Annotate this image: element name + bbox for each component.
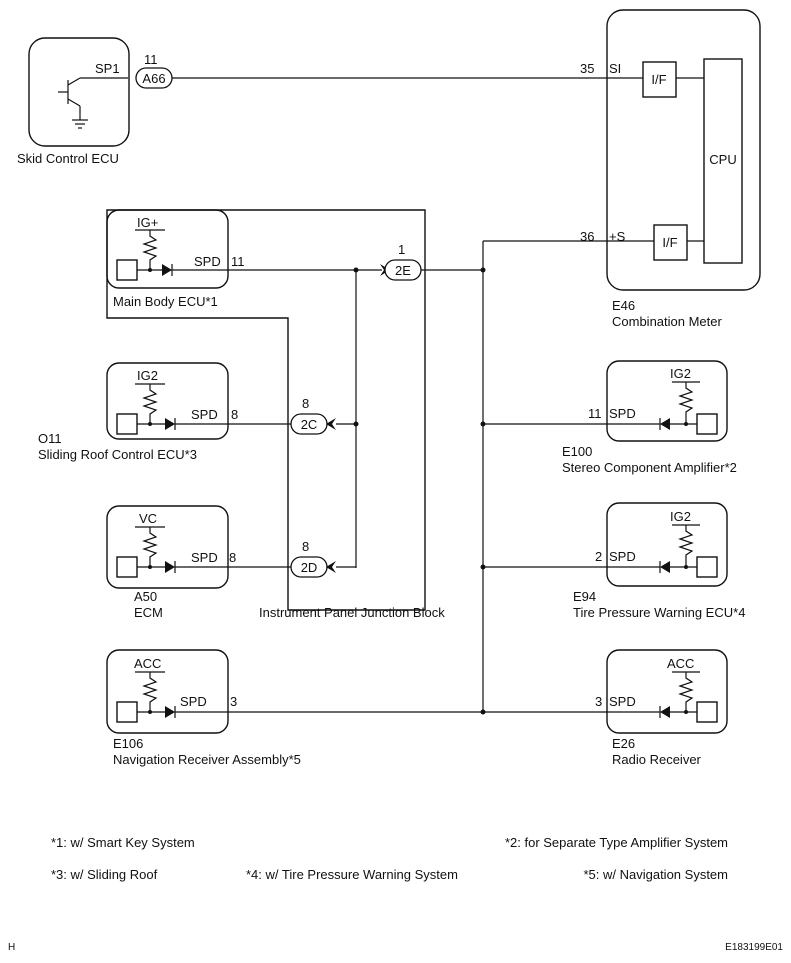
meter-pin-si: 35 (580, 61, 594, 76)
ecm-box (106, 505, 229, 589)
connector-2d-pin: 8 (302, 539, 309, 554)
tire-pressure-ecu-name: Tire Pressure Warning ECU*4 (573, 605, 745, 620)
diode-icon (162, 264, 172, 276)
junction-block-outline (106, 209, 426, 611)
connector-2c-pin: 8 (302, 396, 309, 411)
ecm-power: VC (139, 511, 157, 526)
skid-ecu-pin: 11 (144, 52, 158, 67)
connector-2c-label: 2C (301, 417, 318, 432)
meter-if-2-label: I/F (662, 235, 677, 250)
tire-pressure-ecu-power: IG2 (670, 509, 691, 524)
sliding-roof-ecu: IG2 SPD 8 O11 Sliding Roof Control ECU*3 (38, 362, 238, 462)
connector-2e: 1 2E (380, 242, 422, 281)
radio-receiver-power: ACC (667, 656, 694, 671)
note-2: *2: for Separate Type Amplifier System (505, 835, 728, 850)
meter-term-s: +S (609, 229, 626, 244)
sliding-roof-ecu-terminal: SPD (191, 407, 218, 422)
tire-pressure-ecu-pin: 2 (595, 549, 602, 564)
note-1: *1: w/ Smart Key System (51, 835, 195, 850)
navigation-power: ACC (134, 656, 161, 671)
stereo-amp-power: IG2 (670, 366, 691, 381)
diode-icon (165, 706, 175, 718)
note-5: *5: w/ Navigation System (583, 867, 728, 882)
footnotes: *1: w/ Smart Key System *2: for Separate… (51, 835, 728, 882)
stereo-amp-box (606, 360, 728, 442)
radio-receiver-box (606, 649, 728, 734)
sliding-roof-ecu-box (106, 362, 229, 440)
connector-2c: 8 2C (290, 396, 336, 435)
meter-name: Combination Meter (612, 314, 722, 329)
stereo-amp-code: E100 (562, 444, 592, 459)
navigation-terminal: SPD (180, 694, 207, 709)
tire-pressure-ecu-code: E94 (573, 589, 596, 604)
navigation-pin: 3 (230, 694, 237, 709)
connector-a66-label: A66 (142, 71, 165, 86)
main-body-ecu-module (116, 259, 138, 281)
tire-pressure-ecu: IG2 SPD 2 E94 Tire Pressure Warning ECU*… (573, 502, 745, 620)
radio-receiver: ACC SPD 3 E26 Radio Receiver (595, 649, 728, 767)
note-3: *3: w/ Sliding Roof (51, 867, 158, 882)
note-4: *4: w/ Tire Pressure Warning System (246, 867, 458, 882)
meter-if-1-label: I/F (651, 72, 666, 87)
main-body-ecu-name: Main Body ECU*1 (113, 294, 218, 309)
main-body-ecu-pin: 11 (231, 254, 245, 269)
diode-icon (165, 418, 175, 430)
sliding-roof-ecu-pin: 8 (231, 407, 238, 422)
navigation-box (106, 649, 229, 734)
skid-ecu-terminal: SP1 (95, 61, 120, 76)
sliding-roof-ecu-code: O11 (38, 431, 62, 446)
stereo-amp-pin: 11 (588, 406, 602, 421)
junction-block-name: Instrument Panel Junction Block (259, 605, 445, 620)
tire-pressure-ecu-terminal: SPD (609, 549, 636, 564)
connector-2e-label: 2E (395, 263, 411, 278)
diode-icon (165, 561, 175, 573)
ecm-terminal: SPD (191, 550, 218, 565)
sliding-roof-ecu-name: Sliding Roof Control ECU*3 (38, 447, 197, 462)
connector-2d-label: 2D (301, 560, 318, 575)
main-body-ecu-box (106, 209, 229, 289)
diode-icon (660, 706, 670, 718)
diode-icon (660, 418, 670, 430)
connector-2d: 8 2D (290, 539, 336, 578)
radio-receiver-pin: 3 (595, 694, 602, 709)
connector-2e-pin: 1 (398, 242, 405, 257)
combination-meter: I/F I/F CPU 35 SI 36 +S E46 Combination … (580, 9, 761, 329)
navigation-code: E106 (113, 736, 143, 751)
ecm-pin: 8 (229, 550, 236, 565)
combination-meter-box (606, 9, 761, 291)
radio-receiver-code: E26 (612, 736, 635, 751)
meter-if-2 (653, 224, 688, 261)
ground-icon (72, 119, 88, 129)
radio-receiver-name: Radio Receiver (612, 752, 702, 767)
navigation-name: Navigation Receiver Assembly*5 (113, 752, 301, 767)
main-body-ecu-power: IG+ (137, 215, 158, 230)
tire-pressure-ecu-box (606, 502, 728, 587)
sliding-roof-ecu-power: IG2 (137, 368, 158, 383)
meter-cpu-label: CPU (709, 152, 736, 167)
stereo-amplifier: IG2 SPD 11 E100 Stereo Component Amplifi… (562, 360, 737, 475)
footer-right: E183199E01 (725, 942, 783, 953)
footer-left: H (8, 942, 15, 953)
radio-receiver-terminal: SPD (609, 694, 636, 709)
meter-term-si: SI (609, 61, 621, 76)
meter-pin-s: 36 (580, 229, 594, 244)
stereo-amp-name: Stereo Component Amplifier*2 (562, 460, 737, 475)
meter-code: E46 (612, 298, 635, 313)
skid-control-ecu: SP1 Skid Control ECU 11 A66 (17, 37, 173, 166)
ecm: VC SPD 8 A50 ECM (106, 505, 236, 620)
skid-ecu-box (28, 37, 130, 147)
diode-icon (660, 561, 670, 573)
skid-ecu-name: Skid Control ECU (17, 151, 119, 166)
ecm-name: ECM (134, 605, 163, 620)
main-body-ecu: IG+ SPD 11 Main Body ECU*1 (106, 209, 245, 309)
meter-if-1 (642, 61, 677, 98)
meter-cpu (703, 58, 743, 264)
ecm-code: A50 (134, 589, 157, 604)
navigation-receiver: ACC SPD 3 E106 Navigation Receiver Assem… (106, 649, 301, 767)
stereo-amp-terminal: SPD (609, 406, 636, 421)
main-body-ecu-terminal: SPD (194, 254, 221, 269)
transistor-icon (58, 77, 128, 120)
